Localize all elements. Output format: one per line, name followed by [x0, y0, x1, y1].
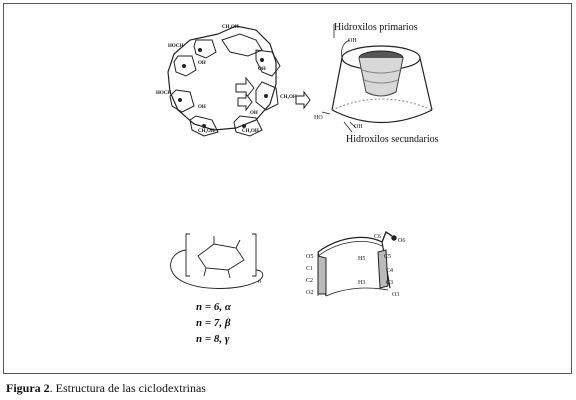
n-value-gamma: n = 8, γ [196, 333, 230, 345]
atom-h5: H5 [358, 256, 365, 262]
atom-o5: O5 [306, 254, 313, 260]
atom-c3: C3 [386, 280, 393, 286]
hidroxilos-primarios-label: Hidroxilos primarios [334, 22, 418, 33]
figure-caption: Figura 2. Estructura de las ciclodextrin… [6, 381, 206, 396]
n-subscript-label: n [258, 279, 261, 285]
atom-c6: C6 [374, 234, 381, 240]
hoch2-label-2: HOCH [156, 91, 171, 96]
truncated-cone-diagram [321, 24, 433, 133]
atom-c4: C4 [386, 268, 393, 274]
glucose-repeat-unit [170, 233, 264, 289]
oh-label: OH [198, 61, 206, 66]
oh-label-4: OH [258, 67, 266, 72]
oh-bottom-label: OH [354, 124, 363, 130]
atom-c5: C5 [384, 254, 391, 260]
atom-h3: H3 [358, 280, 365, 286]
oh-label-3: OH [250, 111, 258, 116]
n-value-alpha: n = 6, α [196, 301, 231, 313]
ch2oh-bottom-label: CH₂OH [198, 129, 215, 134]
n-values-list: n = 6, α n = 7, β n = 8, γ [196, 299, 266, 347]
glucose-atom-diagram [317, 230, 397, 297]
cyclodextrin-ring-structure [167, 25, 311, 137]
ho-left-label: HO [314, 115, 323, 121]
hidroxilos-secundarios-label: Hidroxilos secundarios [346, 134, 439, 145]
ch2oh-right-label: CH₂OH [280, 95, 297, 100]
figure-frame [3, 3, 572, 374]
ch2oh-bottom-label-2: CH₂OH [242, 129, 259, 134]
atom-o2: O2 [306, 290, 313, 296]
atom-o3: O3 [392, 292, 399, 298]
oh-top-label: OH [348, 38, 357, 44]
ch2oh-top-label: CH₂OH [222, 25, 239, 30]
n-value-beta: n = 7, β [196, 317, 231, 329]
atom-c1: C1 [306, 266, 313, 272]
oh-label-2: OH [198, 105, 206, 110]
atom-c2: C2 [306, 278, 313, 284]
hoch2-label: HOCH [168, 44, 183, 49]
atom-o6: O6 [398, 238, 405, 244]
caption-text: . Estructura de las ciclodextrinas [49, 381, 206, 395]
caption-label: Figura 2 [6, 381, 50, 395]
